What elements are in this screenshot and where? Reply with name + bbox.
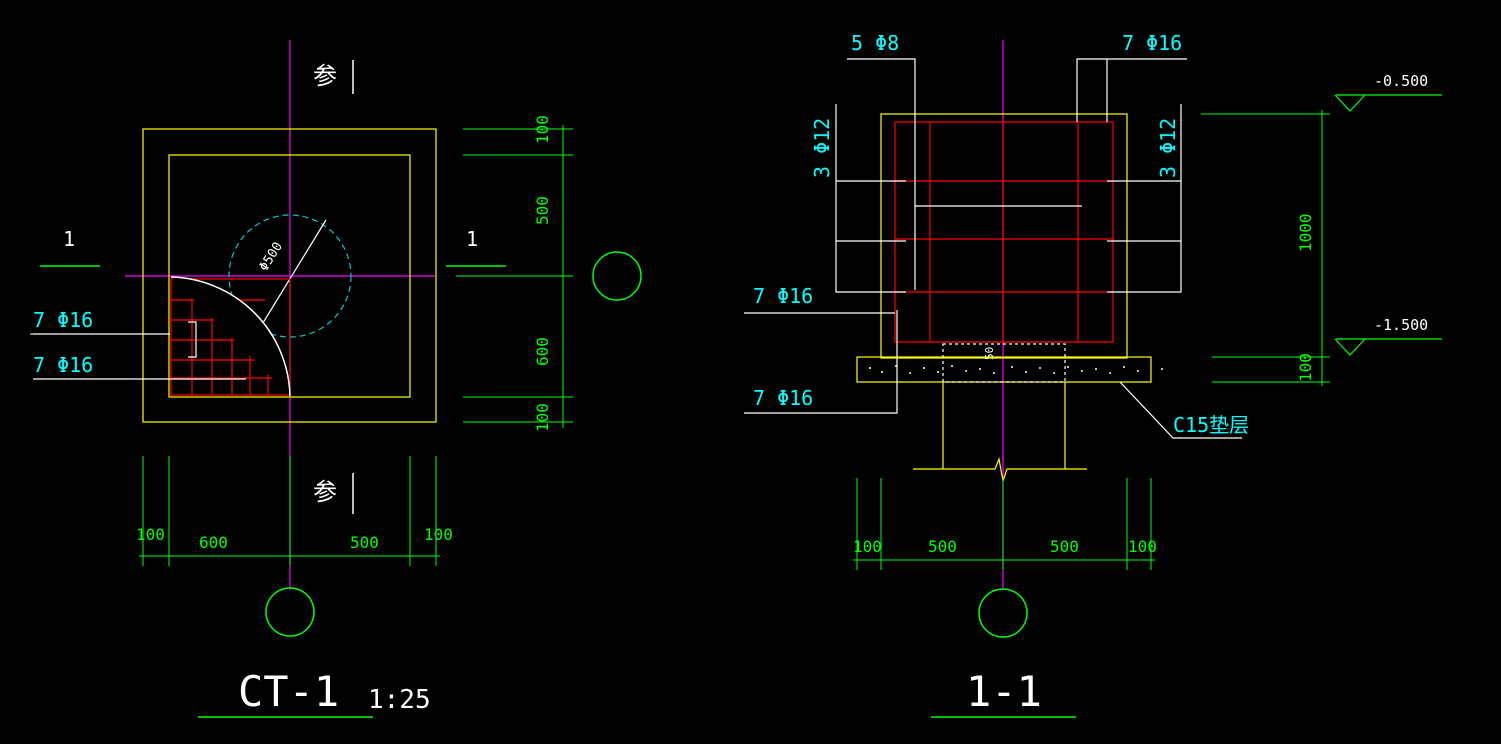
plan-dims-bottom	[139, 456, 440, 566]
section-label-top-left: 5 Φ8	[851, 31, 899, 55]
section-label-side-left: 3 Φ12	[810, 118, 834, 178]
plan-dim-right-2: 500	[533, 196, 552, 225]
elev-bottom: -1.500	[1374, 316, 1428, 334]
bed-small-dim: 50	[983, 347, 996, 360]
pile-diameter-line	[257, 219, 327, 332]
bedding-layer	[856, 356, 1152, 383]
section-dim-bottom-2: 500	[928, 537, 957, 556]
ref-text-top: 参	[313, 62, 337, 90]
section-dim-bottom-1: 100	[853, 537, 882, 556]
plan-cutoff-arc	[170, 276, 291, 397]
section-view: 50 5 Φ8 7 Φ16	[744, 31, 1442, 718]
section-rebar-cage	[894, 121, 1114, 343]
section-label-mid-left: 7 Φ16	[753, 284, 813, 308]
pile-dia-text: Φ500	[257, 240, 286, 275]
section-dim-bottom-3: 500	[1050, 537, 1079, 556]
section-dims-right	[1201, 110, 1330, 386]
axis-bubble-right	[592, 251, 642, 301]
section-title: 1-1	[966, 667, 1042, 716]
pile-shaft	[913, 343, 1087, 482]
plan-dim-right-4: 100	[533, 403, 552, 432]
plan-scale: 1:25	[368, 685, 431, 715]
plan-dim-bottom-3: 500	[350, 533, 379, 552]
plan-rebar-label-1: 7 Φ16	[33, 308, 93, 332]
ref-text-bottom: 参	[313, 478, 337, 506]
section-mark-right: 1	[466, 227, 478, 251]
plan-dim-bottom-4: 100	[424, 525, 453, 544]
section-dim-right-2: 100	[1296, 353, 1315, 382]
plan-inner-outline	[168, 154, 411, 398]
section-label-top-right: 7 Φ16	[1122, 31, 1182, 55]
plan-dim-bottom-2: 600	[199, 533, 228, 552]
section-dim-right-1: 1000	[1296, 213, 1315, 252]
section-leader-lines	[744, 58, 1242, 439]
section-axis-bubble	[978, 588, 1028, 638]
plan-rebar-label-2: 7 Φ16	[33, 353, 93, 377]
section-mark-left: 1	[63, 227, 75, 251]
section-label-side-right: 3 Φ12	[1156, 118, 1180, 178]
plan-outer-outline	[142, 128, 437, 423]
elevation-marks	[1334, 94, 1442, 356]
elev-top: -0.500	[1374, 72, 1428, 90]
section-label-bottom-left: 7 Φ16	[753, 386, 813, 410]
plan-title: CT-1	[238, 667, 339, 716]
plan-dim-right-1: 100	[533, 115, 552, 144]
bedding-hatch	[869, 365, 1163, 374]
plan-dim-right-3: 600	[533, 337, 552, 366]
plan-dim-bottom-1: 100	[136, 525, 165, 544]
section-cap-outline	[880, 113, 1128, 359]
bed-label: C15垫层	[1173, 413, 1249, 437]
section-dims-bottom	[853, 478, 1155, 570]
plan-view: Φ500 7 Φ16 7 Φ16 1 1	[30, 40, 642, 718]
axis-bubble-bottom	[265, 587, 315, 637]
section-dim-bottom-4: 100	[1128, 537, 1157, 556]
plan-dims-right	[456, 125, 573, 428]
